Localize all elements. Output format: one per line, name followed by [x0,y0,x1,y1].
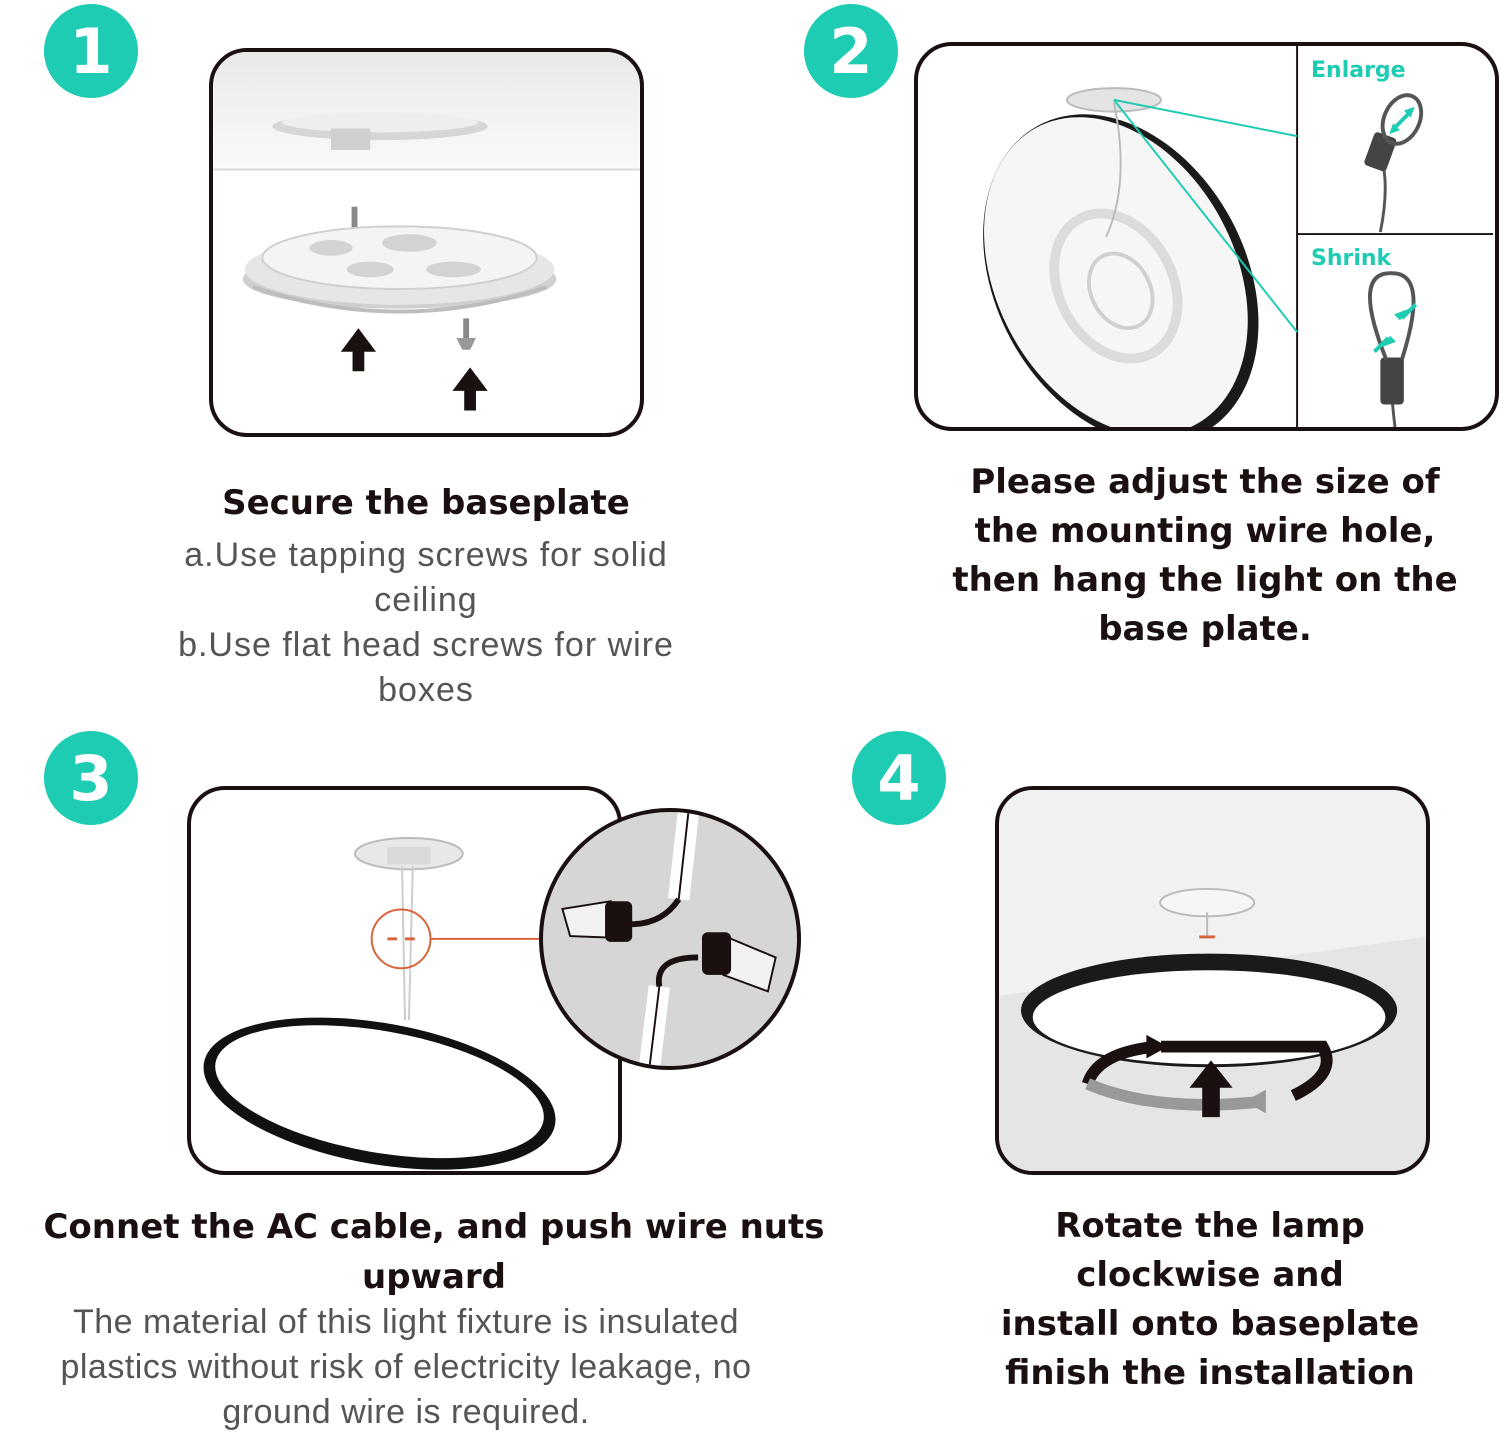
rotate-lamp-illustration [999,790,1426,1171]
step-1-illustration [209,48,644,437]
enlarge-label: Enlarge [1311,58,1406,83]
step-3-line-3: ground wire is required. [222,1393,590,1431]
step-3-badge: 3 [44,731,138,825]
step-1-line-3: b.Use flat head screws for wire [178,626,674,664]
enlarge-wire-loop [1364,93,1424,233]
step-4-badge: 4 [852,731,946,825]
step-3-title: Connet the AC cable, and push wire nuts … [0,1202,868,1302]
baseplate-illustration [213,52,640,411]
step-1-badge: 1 [44,4,138,98]
step-1-line-2: ceiling [374,581,478,619]
step-3-line-2: plastics without risk of electricity lea… [60,1348,752,1386]
step-4-title-line-2: clockwise and [1076,1255,1344,1295]
step-3-title-line-1: Connet the AC cable, and push wire nuts [43,1207,825,1247]
step-3-description: The material of this light fixture is in… [0,1300,812,1435]
step-2-illustration: Enlarge Shrink [914,42,1499,431]
step-1-description: a.Use tapping screws for solid ceiling b… [120,533,732,713]
step-4-title-line-4: finish the installation [1005,1353,1415,1393]
wire-connection-illustration [203,837,556,1170]
step-4-title-line-3: install onto baseplate [1000,1304,1420,1344]
step-2-badge: 2 [804,4,898,98]
step-1-title: Secure the baseplate [222,483,630,523]
up-arrow-icon [452,367,488,411]
step-1-line-1: a.Use tapping screws for solid [184,536,668,574]
up-arrow-icon [340,328,377,372]
wire-nut-zoom-circle [539,808,801,1070]
step-4-title: Rotate the lamp clockwise and install on… [960,1202,1460,1398]
shrink-wire-loop [1368,271,1417,427]
rotate-arrow-icon [1082,1034,1333,1114]
wire-nut-icon [701,932,777,993]
step-2-title-line-3: then hang the light on the [952,560,1458,600]
step-3-title-line-2: upward [361,1257,506,1297]
step-2-title-line-1: Please adjust the size of [970,462,1440,502]
up-arrow-icon [1189,1060,1233,1118]
step-1-line-4: boxes [378,671,474,709]
step-2-title-line-4: base plate. [1098,609,1312,649]
step-3-line-1: The material of this light fixture is in… [72,1303,739,1341]
hanging-wire-illustration [983,46,1493,427]
step-4-illustration [995,786,1430,1175]
wire-nut-icon [561,900,633,942]
step-2-title: Please adjust the size of the mounting w… [920,458,1490,654]
shrink-label: Shrink [1311,246,1392,271]
step-2-title-line-2: the mounting wire hole, [974,511,1436,551]
wire-nut-detail [561,812,777,1066]
step-4-title-line-1: Rotate the lamp [1055,1206,1365,1246]
